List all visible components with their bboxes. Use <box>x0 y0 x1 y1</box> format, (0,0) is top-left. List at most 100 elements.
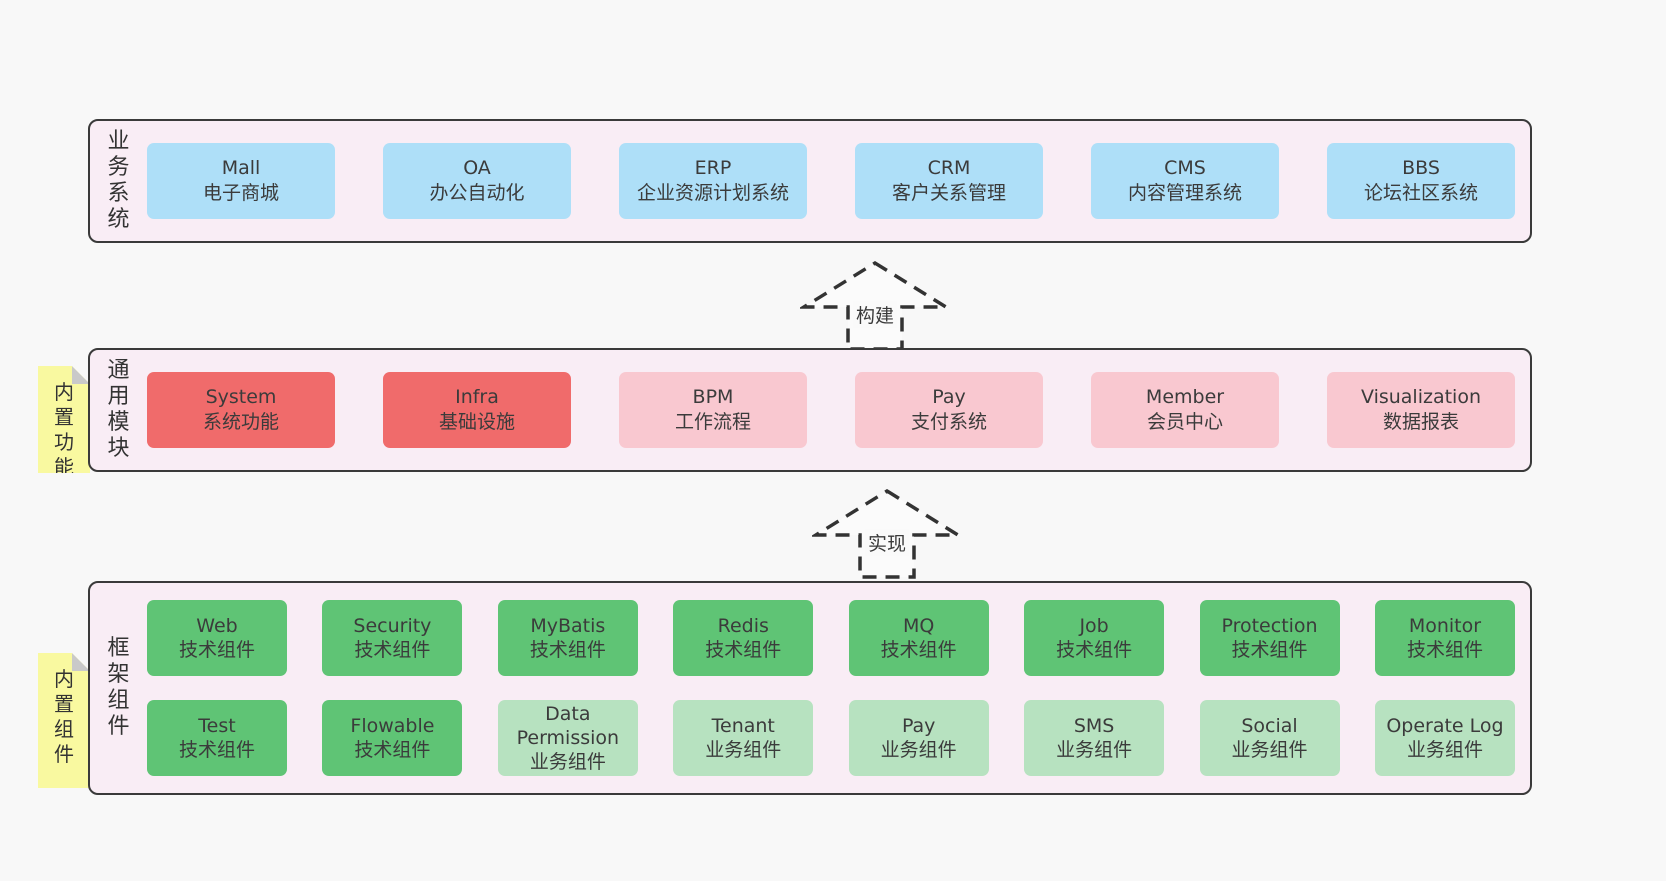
implement-arrow: 实现 <box>812 487 962 581</box>
box-desc: 论坛社区系统 <box>1363 182 1478 204</box>
box-desc: 业务组件 <box>1056 739 1133 761</box>
box-desc: 技术组件 <box>178 739 255 761</box>
box-name: CMS <box>1164 157 1206 179</box>
box-desc: 数据报表 <box>1382 411 1459 433</box>
box-cms: CMS 内容管理系统 <box>1091 143 1279 219</box>
box-name: Infra <box>455 386 499 408</box>
box-desc: 基础设施 <box>438 411 515 433</box>
box-web: Web 技术组件 <box>147 600 287 676</box>
sticky-note-builtin-components-label: 内置组件 <box>54 667 74 766</box>
box-name: BBS <box>1402 157 1440 179</box>
box-mall: Mall 电子商城 <box>147 143 335 219</box>
box-desc: 业务组件 <box>880 739 957 761</box>
build-arrow-label: 构建 <box>852 301 898 328</box>
box-name: Operate Log <box>1386 715 1504 737</box>
box-desc: 技术组件 <box>529 639 606 661</box>
box-redis: Redis 技术组件 <box>673 600 814 676</box>
box-pay-component: Pay 业务组件 <box>848 700 989 776</box>
box-desc: 技术组件 <box>178 639 255 661</box>
box-desc: 客户关系管理 <box>891 182 1006 204</box>
box-test: Test 技术组件 <box>147 700 287 776</box>
box-name: Data Permission <box>516 703 620 749</box>
box-desc: 技术组件 <box>880 639 957 661</box>
box-name: Visualization <box>1360 386 1481 408</box>
box-desc: 支付系统 <box>910 411 987 433</box>
box-desc: 内容管理系统 <box>1127 182 1242 204</box>
box-job: Job 技术组件 <box>1024 600 1165 676</box>
box-name: Monitor <box>1408 615 1482 637</box>
box-name: Pay <box>932 386 966 408</box>
box-name: Social <box>1241 715 1298 737</box>
implement-arrow-label: 实现 <box>864 529 910 556</box>
common-modules-row: System 系统功能 Infra 基础设施 BPM 工作流程 Pay 支付系统… <box>147 350 1530 470</box>
box-desc: 技术组件 <box>1406 639 1483 661</box>
box-name: Test <box>198 715 236 737</box>
box-name: Tenant <box>711 715 775 737</box>
common-modules-panel: 通用模块 System 系统功能 Infra 基础设施 BPM 工作流程 Pay… <box>88 348 1532 472</box>
business-systems-row: Mall 电子商城 OA 办公自动化 ERP 企业资源计划系统 CRM 客户关系… <box>147 121 1530 241</box>
box-desc: 技术组件 <box>1056 639 1133 661</box>
box-security: Security 技术组件 <box>322 600 463 676</box>
box-system: System 系统功能 <box>147 372 335 448</box>
box-name: Flowable <box>350 715 435 737</box>
box-name: SMS <box>1073 715 1115 737</box>
box-name: Job <box>1079 615 1109 637</box>
box-desc: 企业资源计划系统 <box>636 182 789 204</box>
box-bbs: BBS 论坛社区系统 <box>1327 143 1515 219</box>
box-mq: MQ 技术组件 <box>848 600 989 676</box>
box-desc: 业务组件 <box>529 751 606 773</box>
box-social: Social 业务组件 <box>1199 700 1340 776</box>
box-desc: 技术组件 <box>354 639 431 661</box>
box-desc: 办公自动化 <box>429 182 525 204</box>
box-erp: ERP 企业资源计划系统 <box>619 143 807 219</box>
business-systems-panel: 业务系统 Mall 电子商城 OA 办公自动化 ERP 企业资源计划系统 CRM… <box>88 119 1532 243</box>
business-systems-panel-label-zone: 业务系统 <box>90 121 147 241</box>
box-name: BPM <box>692 386 734 408</box>
framework-components-panel-label-zone: 框架组件 <box>90 583 147 793</box>
box-name: Redis <box>717 615 769 637</box>
box-name: MyBatis <box>530 615 606 637</box>
framework-components-panel-label: 框架组件 <box>107 636 130 739</box>
framework-row-2: Test 技术组件 Flowable 技术组件 Data Permission … <box>147 700 1515 776</box>
box-name: CRM <box>927 157 971 179</box>
box-protection: Protection 技术组件 <box>1199 600 1340 676</box>
box-name: Pay <box>901 715 936 737</box>
box-desc: 业务组件 <box>1231 739 1308 761</box>
box-flowable: Flowable 技术组件 <box>322 700 463 776</box>
box-bpm: BPM 工作流程 <box>619 372 807 448</box>
box-name: Protection <box>1221 615 1318 637</box>
box-name: Mall <box>221 157 261 179</box>
box-infra: Infra 基础设施 <box>383 372 571 448</box>
framework-row-1: Web 技术组件 Security 技术组件 MyBatis 技术组件 Redi… <box>147 600 1515 676</box>
box-pay-module: Pay 支付系统 <box>855 372 1043 448</box>
box-monitor: Monitor 技术组件 <box>1374 600 1515 676</box>
box-sms: SMS 业务组件 <box>1024 700 1165 776</box>
box-desc: 电子商城 <box>202 182 279 204</box>
box-name: Web <box>196 615 238 637</box>
common-modules-panel-label: 通用模块 <box>107 358 130 461</box>
box-data-permission: Data Permission 业务组件 <box>497 700 638 776</box>
common-modules-panel-label-zone: 通用模块 <box>90 350 147 470</box>
box-name: Member <box>1145 386 1225 408</box>
sticky-note-builtin-features: 内置功能 <box>38 366 90 473</box>
box-desc: 技术组件 <box>354 739 431 761</box>
business-systems-panel-label: 业务系统 <box>107 129 130 232</box>
box-name: MQ <box>903 615 935 637</box>
framework-components-panel: 框架组件 Web 技术组件 Security 技术组件 MyBatis 技术组件… <box>88 581 1532 795</box>
box-oa: OA 办公自动化 <box>383 143 571 219</box>
build-arrow: 构建 <box>800 259 950 353</box>
box-member: Member 会员中心 <box>1091 372 1279 448</box>
framework-components-rows: Web 技术组件 Security 技术组件 MyBatis 技术组件 Redi… <box>147 583 1530 793</box>
box-desc: 业务组件 <box>705 739 782 761</box>
box-desc: 业务组件 <box>1406 739 1483 761</box>
box-name: ERP <box>694 157 732 179</box>
box-crm: CRM 客户关系管理 <box>855 143 1043 219</box>
sticky-note-builtin-features-label: 内置功能 <box>54 380 74 479</box>
sticky-note-builtin-components: 内置组件 <box>38 653 90 788</box>
box-desc: 系统功能 <box>202 411 279 433</box>
box-name: OA <box>463 157 491 179</box>
box-desc: 技术组件 <box>1231 639 1308 661</box>
box-tenant: Tenant 业务组件 <box>673 700 814 776</box>
box-visualization: Visualization 数据报表 <box>1327 372 1515 448</box>
box-desc: 会员中心 <box>1146 411 1223 433</box>
